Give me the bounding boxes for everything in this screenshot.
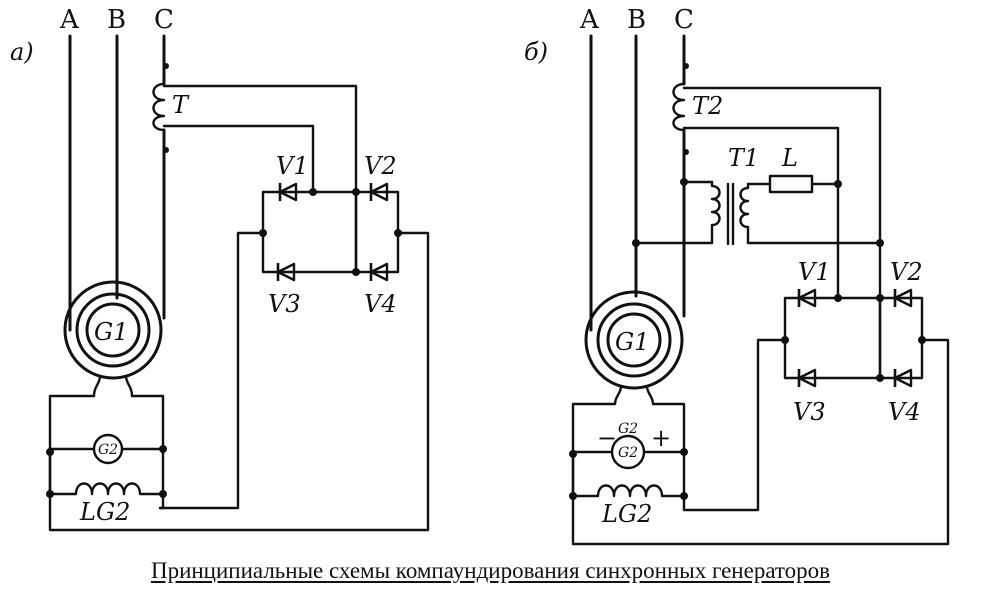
diode-label-b-v4: V4 bbox=[888, 398, 921, 426]
bridge-b-output-pos bbox=[571, 338, 950, 546]
bridge-a-output-neg bbox=[158, 231, 265, 510]
generator-a-stator bbox=[75, 292, 151, 368]
bus-label-b-phase-c: C bbox=[674, 5, 694, 35]
junction-dot bbox=[159, 445, 167, 453]
diode-label-b-v3: V3 bbox=[793, 398, 826, 426]
panel-label-b: б) bbox=[524, 38, 548, 66]
panel-label-a: а) bbox=[10, 38, 34, 66]
generator-a-rotor bbox=[85, 302, 141, 358]
junction-dot bbox=[46, 448, 54, 456]
junction-dot bbox=[876, 374, 884, 382]
figure-caption-text: Принципиальные схемы компаундирования си… bbox=[150, 558, 831, 583]
junction-dot bbox=[876, 239, 884, 247]
marker-dot bbox=[163, 147, 169, 153]
exciter-b-symbol bbox=[610, 434, 646, 470]
transformer-t1-label: T1 bbox=[728, 144, 759, 172]
reactor-l-wires bbox=[746, 182, 882, 245]
field-winding-b bbox=[571, 484, 686, 498]
diode-label-b-v1: V1 bbox=[798, 258, 831, 286]
bridge-b-output-neg bbox=[682, 338, 787, 512]
transformer-t2-label: T2 bbox=[692, 92, 723, 120]
generator-b-stator bbox=[596, 302, 672, 378]
generator-a-field-bus bbox=[48, 394, 165, 498]
junction-dot bbox=[680, 178, 688, 186]
diode-label-a-v4: V4 bbox=[364, 290, 397, 318]
marker-dot bbox=[163, 63, 169, 69]
diode-label-a-v1: V1 bbox=[276, 152, 309, 180]
exciter-b-label-top: G2 bbox=[618, 421, 638, 437]
bus-label-a-phase-b: B bbox=[107, 5, 126, 35]
bus-label-a-phase-c: C bbox=[154, 5, 174, 35]
generator-a-outer-ring bbox=[63, 280, 163, 380]
bus-label-b-phase-b: B bbox=[627, 5, 646, 35]
transformer-t-winding bbox=[152, 82, 166, 132]
transformer-t1-primary-leads bbox=[634, 180, 714, 245]
generator-b-field-leads bbox=[613, 384, 655, 406]
reactor-l-label: L bbox=[781, 144, 798, 172]
reactor-l bbox=[768, 174, 814, 194]
generator-b-rotor bbox=[606, 312, 662, 368]
bus-label-b-phase-a: A bbox=[579, 5, 600, 35]
transformer-t1-core bbox=[726, 182, 735, 246]
exciter-b-plus: + bbox=[651, 424, 671, 452]
transformer-t2-winding bbox=[672, 82, 686, 132]
exciter-a-symbol bbox=[92, 433, 124, 465]
transformer-t-label: T bbox=[172, 91, 190, 119]
generator-a-field-leads bbox=[92, 374, 134, 398]
junction-dot bbox=[876, 294, 884, 302]
bus-label-a-phase-a: A bbox=[59, 5, 80, 35]
generator-a-label: G1 bbox=[94, 318, 128, 346]
junction-dot bbox=[632, 239, 640, 247]
bridge-a-frame bbox=[261, 190, 400, 274]
exciter-b-minus: − bbox=[597, 424, 617, 452]
transformer-t1-secondary bbox=[739, 182, 750, 245]
junction-dot bbox=[352, 268, 360, 276]
transformer-t2-secondary-upper bbox=[682, 86, 882, 380]
transformer-t-secondary-lower bbox=[162, 124, 315, 194]
field-winding-b-label: LG2 bbox=[601, 500, 652, 528]
transformer-t-secondary-upper bbox=[162, 84, 358, 274]
generator-b-label: G1 bbox=[615, 328, 649, 356]
diode-label-b-v2: V2 bbox=[890, 258, 923, 286]
schematic-b: б) A B C T2 T1 L bbox=[524, 5, 950, 546]
transformer-t1-primary bbox=[710, 180, 721, 245]
junction-dot bbox=[569, 492, 577, 500]
field-winding-a-label: LG2 bbox=[79, 498, 130, 526]
marker-dot bbox=[683, 149, 689, 155]
generator-b-field-bus bbox=[571, 402, 686, 498]
schematic-a: а) A B C T V1 V2 V3 V4 bbox=[10, 5, 430, 532]
bridge-a-output-pos bbox=[48, 231, 430, 532]
exciter-a-label: G2 bbox=[98, 442, 118, 458]
bridge-b-frame bbox=[783, 296, 924, 380]
generator-b-outer-ring bbox=[584, 290, 684, 390]
figure-caption: Принципиальные схемы компаундирования си… bbox=[0, 558, 981, 584]
transformer-t2-secondary-lower bbox=[682, 126, 840, 186]
field-winding-a-return bbox=[158, 492, 165, 510]
junction-dot bbox=[309, 188, 317, 196]
marker-dot bbox=[683, 63, 689, 69]
field-winding-a bbox=[48, 482, 165, 496]
exciter-b-label-bottom: G2 bbox=[618, 445, 638, 461]
diode-label-a-v2: V2 bbox=[364, 152, 397, 180]
junction-dot bbox=[834, 294, 842, 302]
diode-label-a-v3: V3 bbox=[268, 290, 301, 318]
junction-dot bbox=[680, 448, 688, 456]
junction-dot bbox=[352, 188, 360, 196]
junction-dot bbox=[46, 490, 54, 498]
junction-dot bbox=[569, 450, 577, 458]
